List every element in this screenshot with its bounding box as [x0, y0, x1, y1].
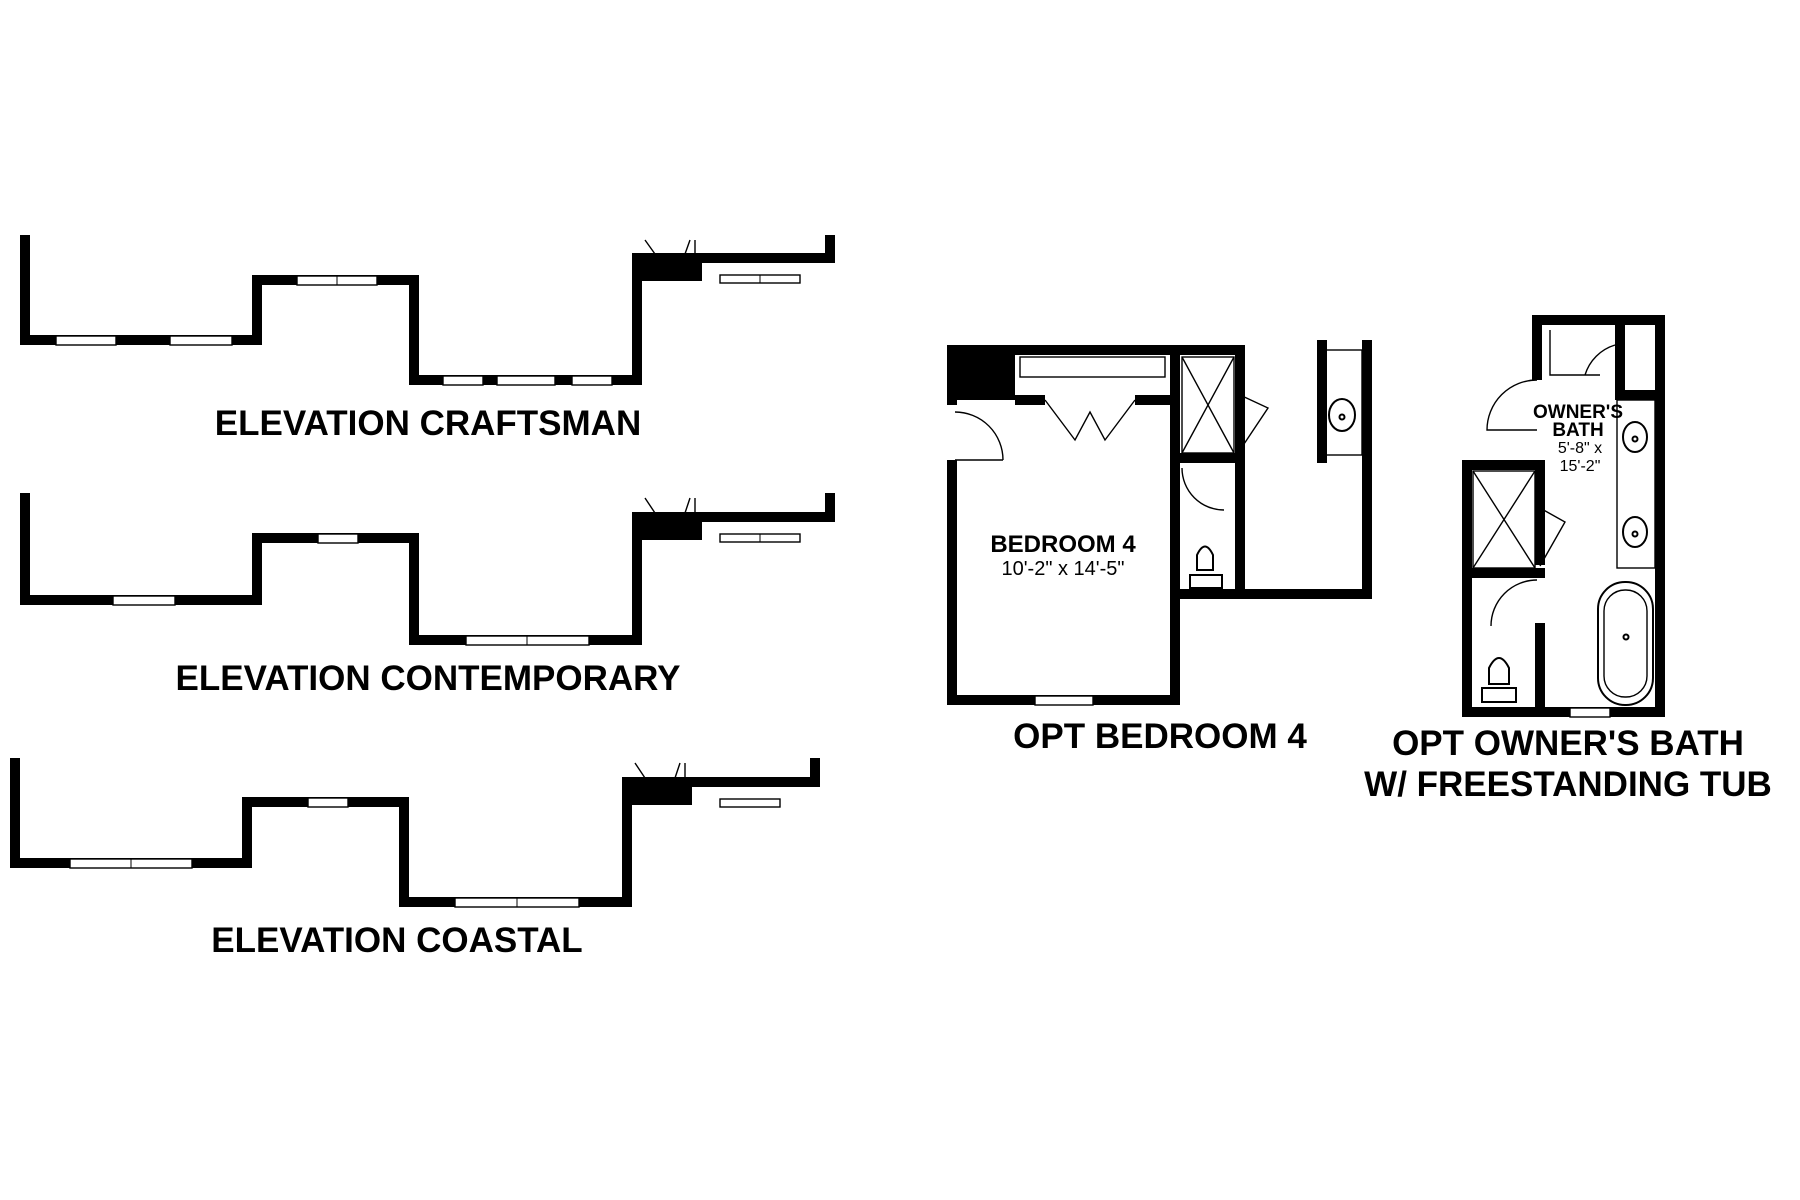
bedroom-4-wall-block [947, 345, 1015, 400]
owners-bath-sink-drain [1631, 530, 1639, 538]
bedroom-4-exterior-wall [947, 345, 1245, 705]
contemporary-rear-wall [20, 493, 835, 645]
closet-bifold-door [1044, 399, 1136, 442]
craftsman-window [296, 275, 378, 286]
owners-bath-exterior-wall [1462, 315, 1665, 717]
owners-bath-closet-wall [1615, 320, 1660, 400]
opt-owners-bath-caption-line1: OPT OWNER'S BATH [1392, 724, 1744, 763]
opt-bedroom-4-caption: OPT BEDROOM 4 [1013, 717, 1307, 756]
contemporary-wall-block [637, 513, 702, 540]
craftsman-rear-wall [20, 235, 835, 385]
shower-drain-cross [1181, 356, 1235, 454]
owners-bath-shower [1472, 470, 1536, 569]
craftsman-door-swing [644, 239, 696, 255]
opt-owners-bath-caption-line2: W/ FREESTANDING TUB [1364, 765, 1772, 804]
owners-bath-vanity [1616, 399, 1656, 569]
elevation-coastal-label: ELEVATION COASTAL [211, 921, 582, 960]
elevation-craftsman-label: ELEVATION CRAFTSMAN [215, 404, 641, 443]
contemporary-door-swing [644, 497, 696, 514]
owners-bath-size-line1: 5'-8" x [1558, 440, 1602, 457]
bedroom-4-window [1034, 695, 1094, 706]
elevation-contemporary-label: ELEVATION CONTEMPORARY [176, 659, 681, 698]
tub-drain [1622, 633, 1630, 641]
bedroom-4-hall-wall [1235, 340, 1372, 599]
craftsman-wall-block [637, 254, 702, 281]
contemporary-window [719, 533, 801, 543]
craftsman-window [719, 274, 801, 284]
closet-door-swing [1549, 330, 1616, 376]
contemporary-window [317, 533, 359, 544]
sink-drain [1338, 413, 1346, 421]
freestanding-tub [1597, 581, 1654, 706]
shower-door [1239, 394, 1270, 451]
coastal-window [454, 897, 580, 908]
coastal-wall-block [627, 778, 692, 805]
owners-bath-room-name-line1: OWNER'S [1533, 402, 1623, 423]
owners-bath-toilet-icon [1481, 657, 1517, 703]
craftsman-window [571, 375, 613, 386]
contemporary-window [465, 635, 590, 646]
bedroom-4-shower [1181, 356, 1235, 454]
owners-bath-window [1569, 707, 1611, 718]
bedroom-4-door-swing [954, 411, 1004, 461]
toilet-icon [1189, 545, 1223, 589]
freestanding-tub-basin [1603, 589, 1648, 698]
craftsman-window [169, 335, 233, 346]
craftsman-window [442, 375, 484, 386]
closet-shelf [1019, 356, 1166, 378]
coastal-rear-wall [10, 758, 820, 907]
craftsman-window [496, 375, 556, 386]
water-closet-door-swing [1490, 579, 1538, 627]
coastal-window [69, 858, 193, 869]
bedroom-4-room-size: 10'-2" x 14'-5" [1001, 558, 1124, 580]
craftsman-window [55, 335, 117, 346]
elevation-coastal-plan: ELEVATION COASTAL [10, 758, 820, 960]
owners-bath-door-swing [1486, 379, 1538, 431]
owners-bath-shower-cross [1472, 470, 1536, 569]
contemporary-window [112, 595, 176, 606]
coastal-window [719, 798, 781, 808]
owners-bath-size-line2: 15'-2" [1560, 458, 1601, 475]
coastal-window [307, 797, 349, 808]
owners-bath-sink-drain [1631, 435, 1639, 443]
coastal-door-swing [634, 762, 686, 779]
elevation-contemporary-plan: ELEVATION CONTEMPORARY [20, 493, 835, 698]
opt-bedroom-4-plan: BEDROOM 4 10'-2" x 14'-5" OPT BEDROOM 4 [947, 340, 1372, 756]
owners-bath-room-name-line2: BATH [1552, 420, 1603, 441]
elevation-craftsman-plan: ELEVATION CRAFTSMAN [20, 235, 835, 443]
vanity-counter [1321, 349, 1363, 456]
bedroom-4-room-name: BEDROOM 4 [990, 531, 1136, 558]
bath-door-swing [1181, 467, 1225, 511]
owners-bath-shower-door [1539, 507, 1566, 567]
opt-owners-bath-plan: OWNER'S BATH 5'-8" x 15'-2" OPT OWNER'S … [1364, 315, 1772, 804]
